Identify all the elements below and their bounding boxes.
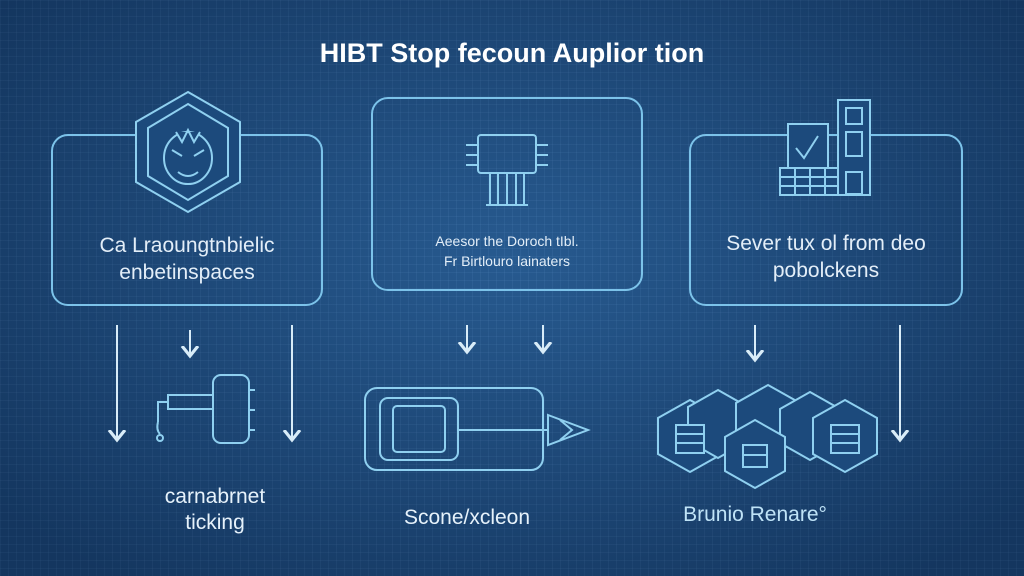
- output-left-line-2: ticking: [185, 511, 245, 534]
- output-left-label: carnabrnet ticking: [115, 484, 315, 536]
- box-middle: [371, 97, 643, 291]
- page-title: HIBT Stop fecoun Auplior tion: [319, 38, 705, 68]
- box-left-text: Ca Lraoungtnbielic enbetinspaces: [52, 232, 322, 286]
- building-documents-icon: [779, 99, 871, 196]
- box-right-line-2: pobolckens: [772, 259, 880, 282]
- robot-shield-icon: [135, 90, 241, 214]
- faucet-device-icon: [156, 374, 255, 444]
- box-right-line-1: Sever tux ol from deo: [726, 232, 926, 255]
- flow-arrows: [117, 325, 900, 440]
- box-middle-line-1: Aeesor the Doroch tIbl.: [435, 233, 579, 249]
- box-middle-line-2: Fr Birtlouro lainaters: [443, 253, 571, 269]
- box-right-text: Sever tux ol from deo pobolckens: [690, 230, 962, 284]
- chip-connector-icon: [466, 134, 548, 206]
- box-middle-text: Aeesor the Doroch tIbl. Fr Birtlouro lai…: [372, 231, 642, 271]
- hexagon-blocks-icon: [657, 383, 878, 490]
- box-left-line-2: enbetinspaces: [119, 261, 255, 284]
- output-left-line-1: carnabrnet: [164, 485, 266, 508]
- output-right-label: Brunio Renare°: [683, 503, 827, 526]
- box-left-line-1: Ca Lraoungtnbielic: [99, 234, 275, 257]
- output-middle-label: Scone/xcleon: [403, 506, 531, 529]
- device-arrow-icon: [364, 387, 591, 471]
